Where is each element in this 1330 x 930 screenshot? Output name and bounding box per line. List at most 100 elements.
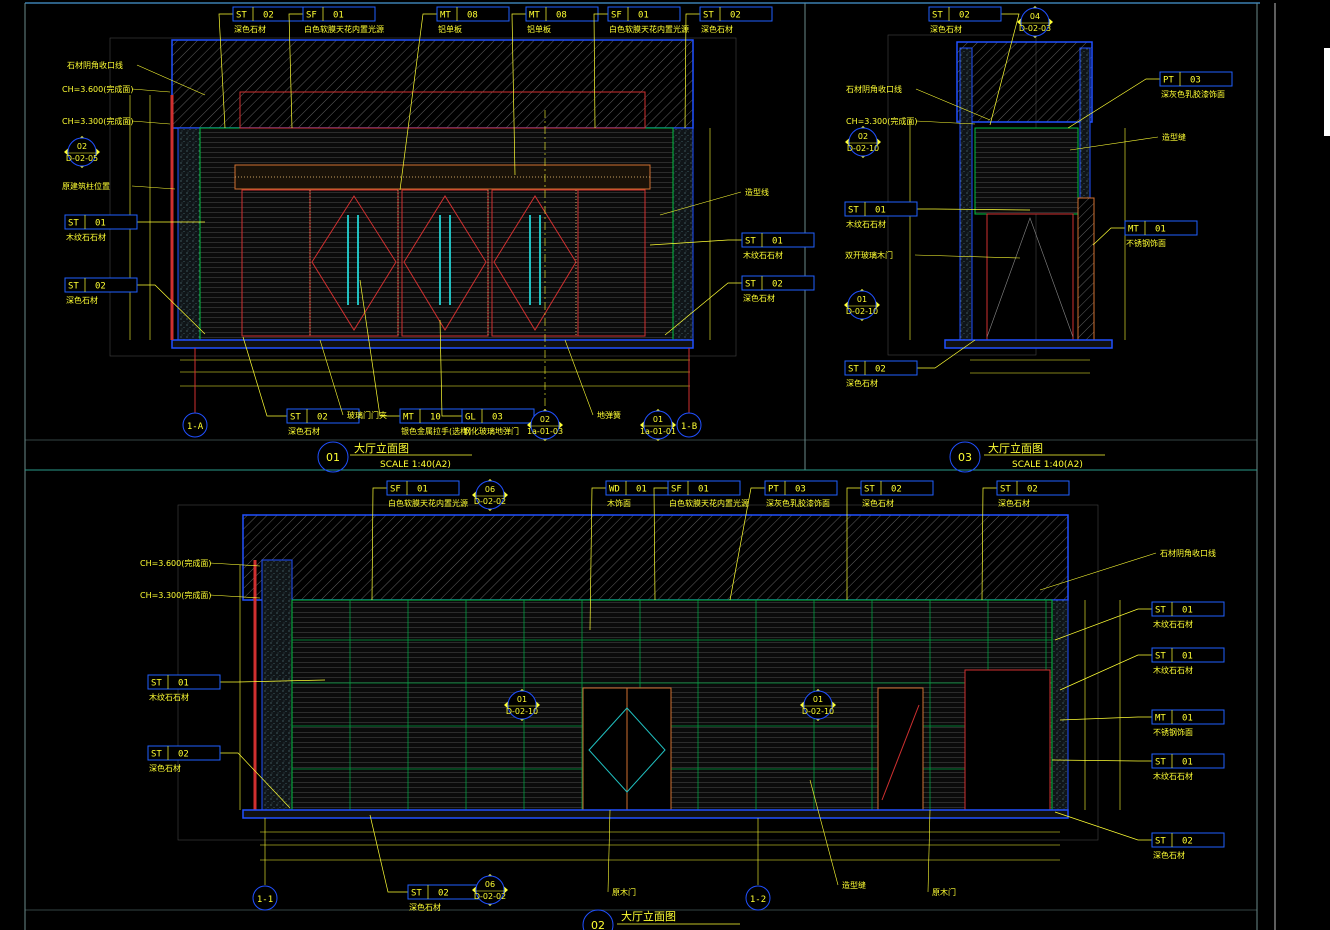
annotation-notes: 石材阴角收口线 CH=3.600(完成面) CH=3.300(完成面) 原建筑柱位置玻… [62, 60, 1216, 897]
leader-line [846, 487, 861, 600]
tag-description: 深色石材 [288, 426, 320, 436]
view-title: 大厅立面图 [621, 909, 676, 923]
tag-code: MT [403, 413, 414, 423]
tag-number: 02 [1182, 837, 1193, 847]
tag-code: MT [440, 11, 451, 21]
annotation-note: CH=3.600(完成面) [140, 558, 261, 568]
tag-code: MT [529, 11, 540, 21]
tag-box [844, 201, 918, 217]
tag-description: 银色金属拉手(选样) [401, 426, 471, 436]
tag-code: WD [609, 485, 620, 495]
tag-description: 深色石材 [1153, 850, 1185, 860]
tag-description: 深色石材 [409, 902, 441, 912]
leader-line [399, 13, 437, 191]
annotation-note: 玻璃门门夹 [319, 339, 387, 420]
note-text: 原建筑柱位置 [62, 181, 110, 191]
leader-line [511, 13, 526, 176]
tag-box [667, 480, 741, 496]
tag-number: 02 [772, 280, 783, 290]
leader-line [369, 814, 408, 893]
leader-line [242, 336, 287, 417]
grid-bubble-1a: 1-A [182, 348, 208, 438]
note-text: 石材阴角收口线 [846, 84, 902, 94]
note-text: 造型缝 [842, 880, 866, 890]
marker-number: 02 [77, 142, 87, 151]
grid-bubble-1b: 1-B [676, 348, 702, 438]
tag-description: 木纹石石材 [846, 219, 886, 229]
detail-marker: 06D-02-02 [472, 874, 508, 906]
note-text: 原木门 [932, 887, 956, 897]
tag-description: 木纹石石材 [1153, 665, 1193, 675]
tag-code: ST [745, 237, 756, 247]
note-text: CH=3.300(完成面) [62, 116, 133, 126]
annotation-note: 造型缝 [809, 779, 866, 890]
tag-number: 10 [430, 413, 441, 423]
view-number: 03 [958, 451, 972, 464]
tag-box [607, 6, 681, 22]
detail-marker: 01D-02-10 [800, 689, 836, 721]
annotation-note: 地弹簧 [564, 339, 621, 420]
tag-code: SF [671, 485, 682, 495]
tag-code: ST [932, 11, 943, 21]
tag-code: PT [768, 485, 779, 495]
tag-code: ST [68, 282, 79, 292]
tag-code: SF [306, 11, 317, 21]
tag-description: 深色石材 [701, 24, 733, 34]
leader-line [664, 282, 742, 336]
tag-number: 01 [875, 206, 886, 216]
tag-code: GL [465, 413, 476, 423]
view-number: 02 [591, 919, 605, 930]
tag-description: 木纹石石材 [743, 250, 783, 260]
tag-box [1151, 601, 1225, 617]
tag-number: 01 [636, 485, 647, 495]
title-elevation-02: 02 大厅立面图 [582, 909, 740, 930]
tag-box [147, 674, 221, 690]
note-text: 造型缝 [1162, 132, 1186, 142]
tag-number: 02 [263, 11, 274, 21]
marker-number: 04 [1030, 12, 1040, 21]
tag-description: 木纹石石材 [66, 232, 106, 242]
tag-box [996, 480, 1070, 496]
tag-box [741, 275, 815, 291]
tag-box [286, 408, 360, 424]
leader-line [439, 319, 462, 417]
tag-description: 铝单板 [527, 24, 551, 34]
tag-description: 深色石材 [998, 498, 1030, 508]
marker-number: 06 [485, 880, 495, 889]
tag-number: 01 [1182, 652, 1193, 662]
annotation-note: CH=3.600(完成面) [62, 84, 171, 94]
tag-number: 03 [492, 413, 503, 423]
elevation-01-drawing [129, 39, 711, 410]
tag-number: 02 [317, 413, 328, 423]
tag-code: MT [1128, 225, 1139, 235]
tag-number: 02 [178, 750, 189, 760]
marker-sheet: D-02-10 [847, 144, 879, 153]
tag-description: 木纹石石材 [149, 692, 189, 702]
tag-number: 02 [875, 365, 886, 375]
tag-code: ST [411, 889, 422, 899]
leader-line [220, 679, 326, 683]
marker-sheet: D-02-02 [474, 892, 506, 901]
tag-description: 铝单板 [438, 24, 462, 34]
note-text: 玻璃门门夹 [347, 410, 387, 420]
tag-number: 02 [95, 282, 106, 292]
leader-line [917, 339, 976, 369]
tag-box [302, 6, 376, 22]
